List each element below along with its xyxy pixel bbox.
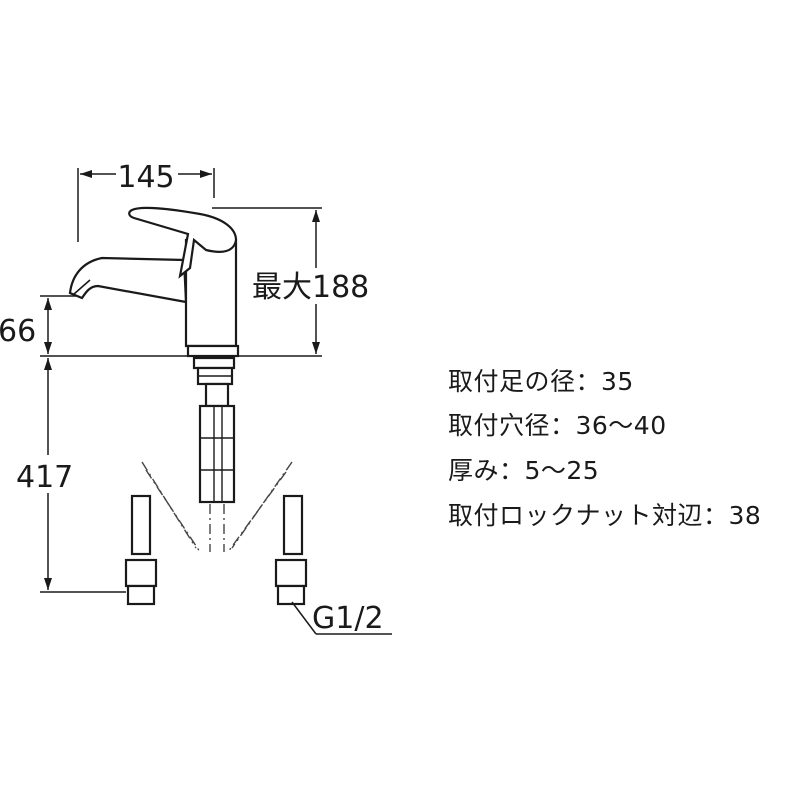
spec-mount-leg-diameter: 取付足の径：35 <box>448 367 634 396</box>
spec-counter-thickness: 厚み：5～25 <box>448 456 600 485</box>
dimension-label-hose-length: 417 <box>16 460 73 495</box>
dimension-width-145: 145 <box>77 158 215 242</box>
dimension-max-height-188: 最大188 <box>212 207 380 357</box>
dimension-label-max-height: 最大188 <box>252 270 369 305</box>
thread-label: G1/2 <box>312 601 384 636</box>
spec-mount-hole-diameter: 取付穴径：36～40 <box>448 411 667 440</box>
supply-connector-left <box>124 494 158 606</box>
hose-route-right <box>227 461 293 553</box>
supply-connector-right <box>274 494 308 606</box>
dimension-spout-height-66: 66 <box>0 295 190 357</box>
dimension-hose-length-417: 417 <box>14 358 126 593</box>
dimension-label-width: 145 <box>117 160 174 195</box>
dimension-label-spout-height: 66 <box>0 314 36 349</box>
hose-route-left <box>141 461 201 553</box>
spec-locknut-width: 取付ロックナット対辺：38 <box>448 501 762 530</box>
thread-callout-g12: G1/2 <box>291 601 392 636</box>
faucet-body <box>68 206 240 552</box>
